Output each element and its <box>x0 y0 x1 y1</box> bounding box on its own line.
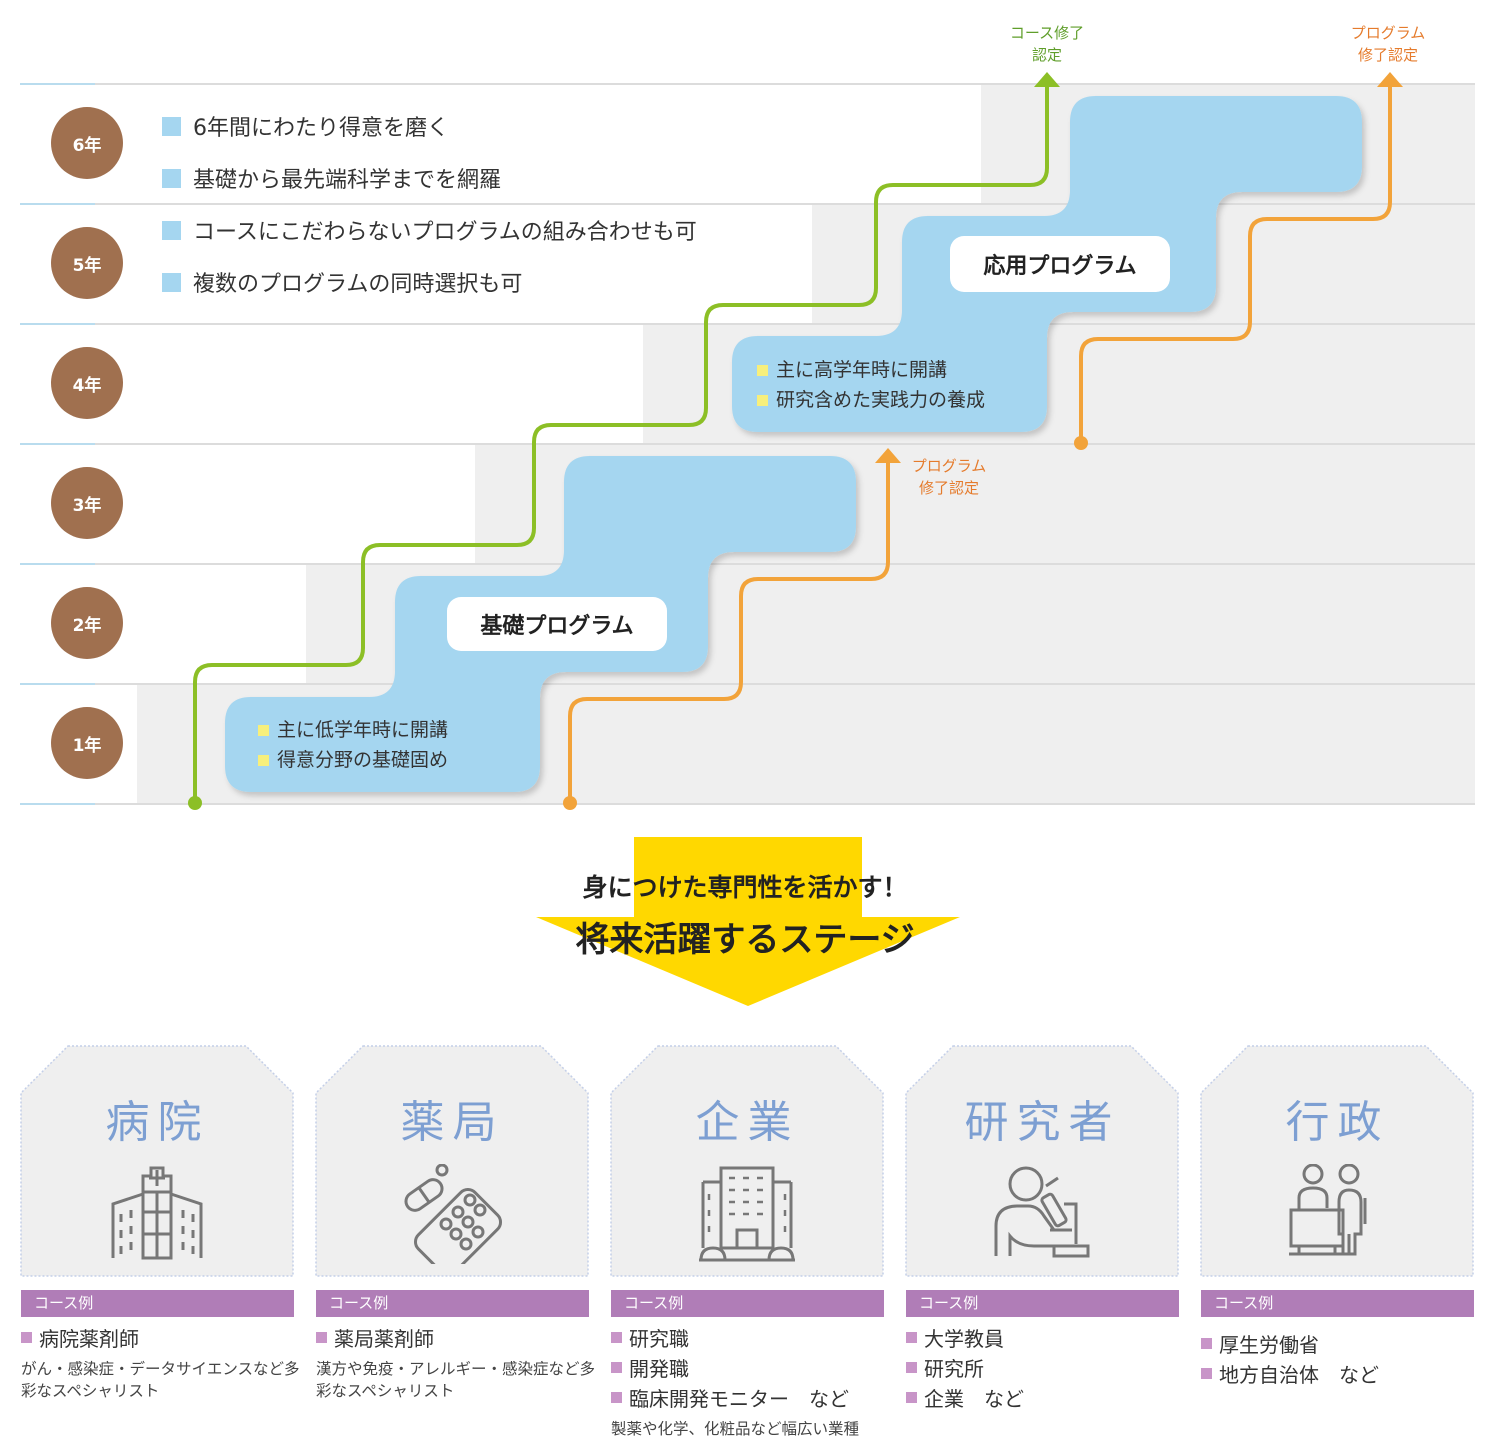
feature-text: コースにこだわらないプログラムの組み合わせも可 <box>193 220 697 245</box>
note-text: 主に高学年時に開講 <box>776 359 948 381</box>
course-example-text: 厚生労働省 <box>1219 1332 1319 1357</box>
feature-text: 複数のプログラムの同時選択も可 <box>193 272 523 297</box>
bullet-square-icon <box>21 1331 32 1343</box>
basic-program-completion-label: プログラム 修了認定 <box>899 455 999 499</box>
career-card-hospital: 病院 コース例 病院薬剤師 がん・感染症・データサイエンスなど多彩なスペシャリス… <box>21 1046 300 1400</box>
course-example-item: 研究所 <box>906 1352 1206 1382</box>
bullet-square-icon <box>906 1391 917 1403</box>
course-example-text: 病院薬剤師 <box>39 1326 139 1351</box>
slogan-line-2: 将来活躍するステージ <box>575 920 915 960</box>
cert-line: プログラム <box>911 457 987 475</box>
course-example-text: 薬局薬剤師 <box>334 1326 434 1351</box>
year-4-badge: 4年 <box>51 347 123 419</box>
bullet-square-icon <box>611 1331 622 1343</box>
course-example-item: 研究職 <box>611 1322 911 1352</box>
career-card-government: 行政 コース例 厚生労働省 地方自治体 など <box>1201 1046 1474 1387</box>
slogan-arrow <box>536 837 960 1006</box>
course-example-bar: コース例 <box>906 1290 1179 1317</box>
cert-line: 修了認定 <box>918 479 979 497</box>
course-example-bar: コース例 <box>1201 1290 1474 1317</box>
course-example-item: 大学教員 <box>906 1322 1206 1352</box>
basic-program-completion-line <box>563 448 901 810</box>
bullet-square-icon <box>757 394 768 406</box>
bullet-square-icon <box>757 364 768 376</box>
card-title: 研究者 <box>964 1097 1121 1148</box>
note-text: 得意分野の基礎固め <box>277 749 449 771</box>
bullet-square-icon <box>162 220 181 240</box>
bullet-square-icon <box>906 1361 917 1373</box>
note-text: 主に低学年時に開講 <box>277 719 449 741</box>
course-example-text: 臨床開発モニター など <box>629 1386 849 1411</box>
applied-program-completion-label: プログラム 修了認定 <box>1338 22 1438 66</box>
course-example-item: 薬局薬剤師 <box>316 1322 616 1352</box>
card-title: 薬局 <box>400 1097 505 1148</box>
bullet-square-icon <box>611 1391 622 1403</box>
course-example-item: 厚生労働省 <box>1201 1328 1500 1358</box>
course-example-bar: コース例 <box>316 1290 589 1317</box>
course-example-item: 病院薬剤師 <box>21 1322 321 1352</box>
year-1-badge: 1年 <box>51 707 123 779</box>
feature-item: 複数のプログラムの同時選択も可 <box>162 266 522 298</box>
applied-program-completion-line <box>1074 72 1403 450</box>
bullet-square-icon <box>162 168 181 188</box>
feature-item: 6年間にわたり得意を磨く <box>162 110 449 142</box>
course-completion-line <box>188 72 1060 810</box>
pill-pack-icon <box>404 1164 503 1264</box>
year-5-badge: 5年 <box>51 227 123 299</box>
feature-text: 6年間にわたり得意を磨く <box>193 116 449 141</box>
cert-line: プログラム <box>1350 24 1426 42</box>
bullet-square-icon <box>611 1361 622 1373</box>
career-description: 製薬や化学、化粧品など幅広い業種 <box>611 1420 860 1438</box>
course-example-text: 研究職 <box>629 1326 689 1351</box>
career-card-company: 企業 コース例 研究職 開発職 臨床開発モニター など 製薬や化学、化粧品など幅… <box>611 1046 884 1438</box>
applied-program-label: 応用プログラム <box>950 236 1170 292</box>
feature-item: 基礎から最先端科学までを網羅 <box>162 162 501 194</box>
career-description: 漢方や免疫・アレルギー・感染症など多彩なスペシャリスト <box>316 1360 596 1400</box>
cert-line: 認定 <box>1031 46 1062 64</box>
course-example-item: 地方自治体 など <box>1201 1358 1500 1388</box>
government-office-icon <box>1289 1164 1367 1256</box>
hospital-icon <box>111 1166 203 1260</box>
basic-program-label: 基礎プログラム <box>447 597 667 651</box>
course-example-bar: コース例 <box>21 1290 294 1317</box>
bullet-square-icon <box>162 272 181 292</box>
card-title: 行政 <box>1285 1097 1390 1148</box>
course-example-text: 企業 など <box>924 1386 1024 1411</box>
basic-program-notes: 主に低学年時に開講 得意分野の基礎固め <box>258 715 448 775</box>
bullet-square-icon <box>1201 1367 1212 1379</box>
card-title: 企業 <box>695 1097 800 1148</box>
cert-line: コース修了 <box>1009 24 1085 42</box>
course-example-text: 大学教員 <box>924 1326 1004 1351</box>
course-example-bar: コース例 <box>611 1290 884 1317</box>
career-card-researcher: 研究者 コース例 大学教員 研究所 企業 など <box>906 1046 1179 1411</box>
researcher-microscope-icon <box>994 1166 1090 1258</box>
year-3-badge: 3年 <box>51 467 123 539</box>
career-card-backgrounds <box>20 1045 1474 1277</box>
career-card-pharmacy: 薬局 コース例 薬局薬剤師 漢方や免疫・アレルギー・感染症など多彩なスペシャリス… <box>316 1046 595 1400</box>
feature-text: 基礎から最先端科学までを網羅 <box>193 168 502 193</box>
office-building-icon <box>699 1166 795 1262</box>
feature-item: コースにこだわらないプログラムの組み合わせも可 <box>162 214 697 246</box>
bullet-square-icon <box>258 724 269 736</box>
cert-line: 修了認定 <box>1357 46 1418 64</box>
slogan-line-1: 身につけた専門性を活かす！ <box>582 873 908 902</box>
bullet-square-icon <box>906 1331 917 1343</box>
note-text: 研究含めた実践力の養成 <box>776 389 986 411</box>
bullet-square-icon <box>316 1331 327 1343</box>
year-6-badge: 6年 <box>51 107 123 179</box>
course-completion-label: コース修了 認定 <box>997 22 1097 66</box>
course-example-text: 開発職 <box>629 1356 689 1381</box>
course-example-item: 企業 など <box>906 1382 1206 1412</box>
bullet-square-icon <box>1201 1337 1212 1349</box>
course-example-item: 開発職 <box>611 1352 911 1382</box>
course-example-text: 研究所 <box>924 1356 984 1381</box>
applied-program-notes: 主に高学年時に開講 研究含めた実践力の養成 <box>757 355 985 415</box>
course-example-text: 地方自治体 など <box>1219 1362 1379 1387</box>
career-description: がん・感染症・データサイエンスなど多彩なスペシャリスト <box>21 1360 300 1400</box>
course-example-item: 臨床開発モニター など <box>611 1382 911 1412</box>
bullet-square-icon <box>162 116 181 136</box>
bullet-square-icon <box>258 754 269 766</box>
year-2-badge: 2年 <box>51 587 123 659</box>
card-title: 病院 <box>105 1097 210 1148</box>
